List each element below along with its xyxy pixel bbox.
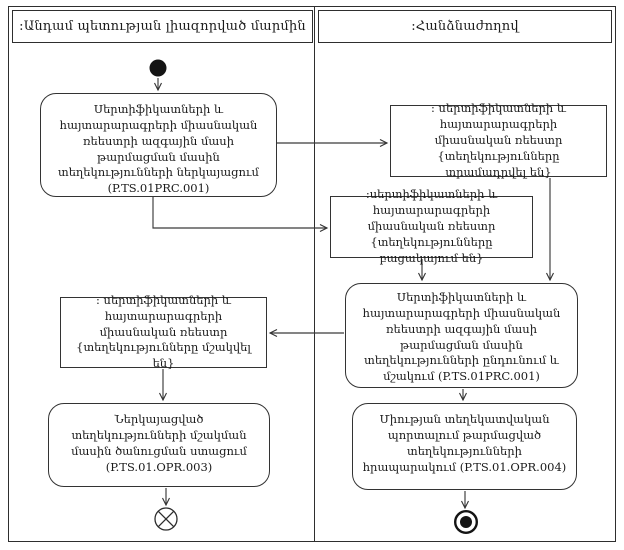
lane-header-commission-label: :Հանձնաժողով	[411, 19, 519, 34]
lane-header-authorized-body-label: :Անդամ պետության լիազորված մարմին	[19, 19, 306, 34]
action-receive-notification-label: Ներկայացված տեղեկությունների մշակման մաս…	[71, 412, 247, 474]
action-publish-info: Միության տեղեկատվական պորտալում թարմացվա…	[352, 403, 577, 490]
action-process-info: Սերտիֆիկատների և հայտարարագրերի միասնակա…	[345, 283, 578, 388]
action-submit-info: Սերտիֆիկատների և հայտարարագրերի միասնակա…	[40, 93, 277, 197]
object-registry-provided-label: : սերտիֆիկատների և հայտարարագրերի միասնա…	[431, 101, 566, 179]
lane-divider	[314, 6, 316, 542]
object-registry-provided: : սերտիֆիկատների և հայտարարագրերի միասնա…	[390, 101, 607, 179]
lane-header-commission: :Հանձնաժողով	[318, 10, 612, 43]
diagram-frame	[8, 6, 616, 542]
action-submit-info-label: Սերտիֆիկատների և հայտարարագրերի միասնակա…	[58, 102, 259, 196]
action-process-info-label: Սերտիֆիկատների և հայտարարագրերի միասնակա…	[362, 290, 561, 384]
object-registry-processed-label: : սերտիֆիկատների և հայտարարագրերի միասնա…	[76, 292, 251, 371]
action-publish-info-label: Միության տեղեկատվական պորտալում թարմացվա…	[362, 412, 567, 474]
object-registry-missing-label: :սերտիֆիկատների և հայտարարագրերի միասնակ…	[365, 187, 498, 265]
object-registry-missing: :սերտիֆիկատների և հայտարարագրերի միասնակ…	[330, 187, 533, 265]
object-registry-processed: : սերտիֆիկատների և հայտարարագրերի միասնա…	[60, 293, 267, 370]
action-receive-notification: Ներկայացված տեղեկությունների մշակման մաս…	[48, 403, 270, 487]
lane-header-authorized-body: :Անդամ պետության լիազորված մարմին	[12, 10, 313, 43]
